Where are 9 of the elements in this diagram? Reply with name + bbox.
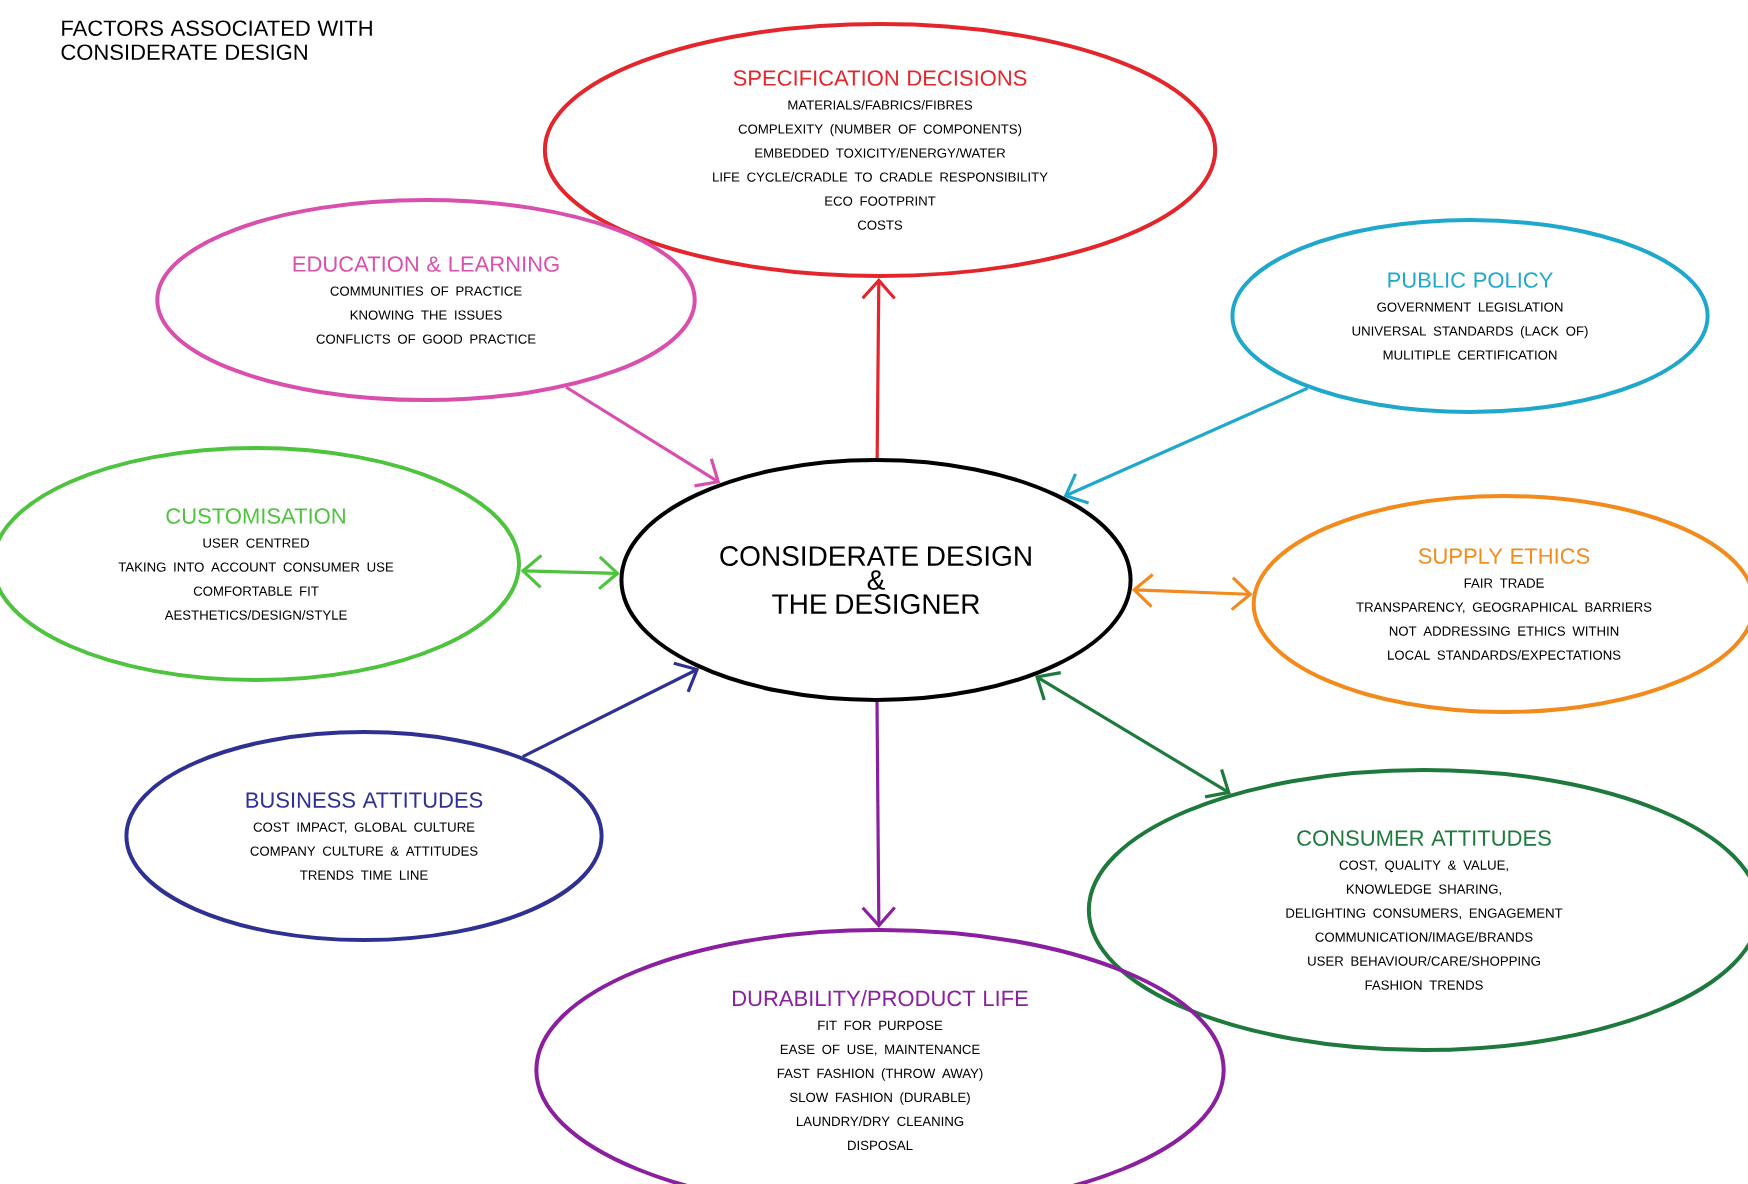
arrow	[522, 661, 700, 759]
arrow	[1035, 671, 1231, 799]
title: FACTORS ASSOCIATED WITH CONSIDERATE DESIGN	[61, 20, 372, 60]
arrow	[1131, 573, 1253, 611]
arrow	[861, 702, 896, 928]
arrow	[861, 278, 896, 459]
arrow	[520, 554, 620, 591]
arrow	[1063, 386, 1309, 505]
arrow	[565, 385, 721, 488]
